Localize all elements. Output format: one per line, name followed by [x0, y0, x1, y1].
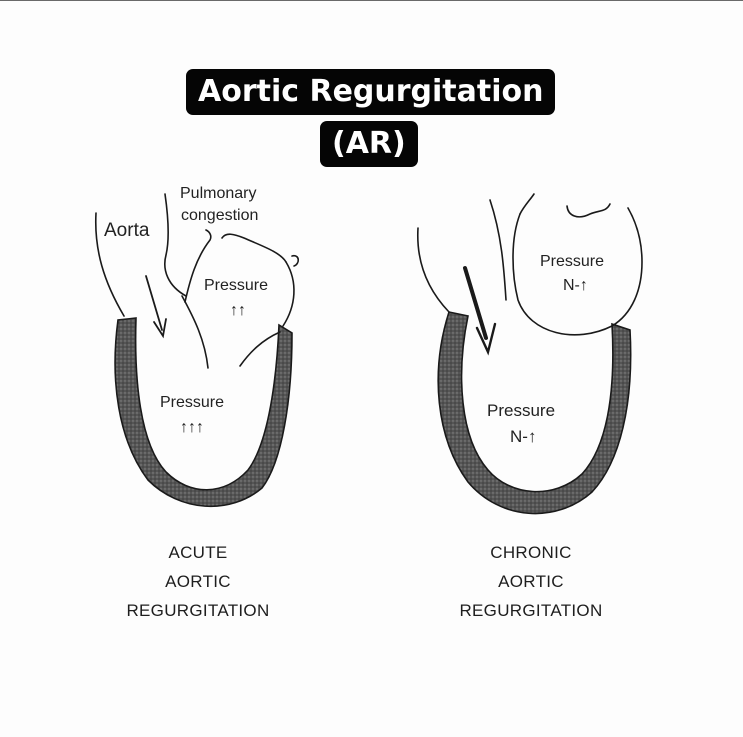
chronic-aorta-wall-right	[489, 199, 507, 301]
acute-caption: ACUTE AORTIC REGURGITATION	[88, 538, 308, 625]
chronic-ventricle-pressure-value: N-↑	[510, 427, 536, 446]
acute-aorta-wall-right	[164, 193, 187, 297]
chronic-vessel-top-2	[519, 193, 535, 215]
acute-atrium-pressure-label: Pressure	[204, 277, 268, 294]
chronic-heart	[417, 193, 643, 515]
acute-atrium-top	[221, 233, 287, 263]
acute-caption-line-1: ACUTE	[168, 543, 228, 562]
chronic-caption-line-2: AORTIC	[498, 572, 564, 591]
chronic-caption-line-1: CHRONIC	[490, 543, 572, 562]
acute-pulmonary-label-2: congestion	[181, 207, 258, 224]
acute-aorta-label: Aorta	[104, 220, 150, 241]
acute-ventricle-pressure-value: ↑↑↑	[180, 419, 204, 436]
acute-caption-line-2: AORTIC	[165, 572, 231, 591]
acute-pulmonary-label-1: Pulmonary	[180, 185, 256, 202]
chronic-atrium-pressure-value: N-↑	[563, 277, 588, 294]
top-divider	[0, 0, 743, 1]
acute-atrium-pressure-value: ↑↑	[230, 302, 246, 319]
acute-myocardium	[114, 317, 293, 507]
chronic-atrium-pressure-label: Pressure	[540, 253, 604, 270]
acute-mitral-line	[239, 331, 281, 367]
acute-pulmonary-vessel	[184, 229, 212, 303]
chronic-caption-line-3: REGURGITATION	[459, 601, 603, 620]
chronic-ventricle-pressure-label: Pressure	[487, 401, 555, 420]
acute-atrium-wall	[282, 261, 295, 327]
acute-arrowhead	[153, 318, 167, 339]
acute-caption-line-3: REGURGITATION	[126, 601, 270, 620]
acute-heart	[94, 193, 300, 507]
page-title: Aortic Regurgitation	[186, 69, 556, 115]
chronic-caption: CHRONIC AORTIC REGURGITATION	[421, 538, 641, 625]
chronic-aorta-wall-left	[417, 227, 450, 313]
acute-septum-line	[181, 295, 209, 369]
acute-vein-stub	[291, 254, 300, 267]
page-subtitle: (AR)	[320, 121, 418, 167]
chronic-vessel-top-1	[566, 203, 611, 218]
chronic-atrium-wall	[512, 207, 643, 336]
chronic-myocardium	[437, 311, 632, 515]
acute-aorta-wall-left	[94, 212, 125, 317]
chronic-regurgitation-arrow	[463, 266, 488, 340]
chronic-arrowhead	[475, 322, 497, 356]
acute-ventricle-pressure-label: Pressure	[160, 394, 224, 411]
acute-regurgitation-arrow	[145, 275, 163, 331]
